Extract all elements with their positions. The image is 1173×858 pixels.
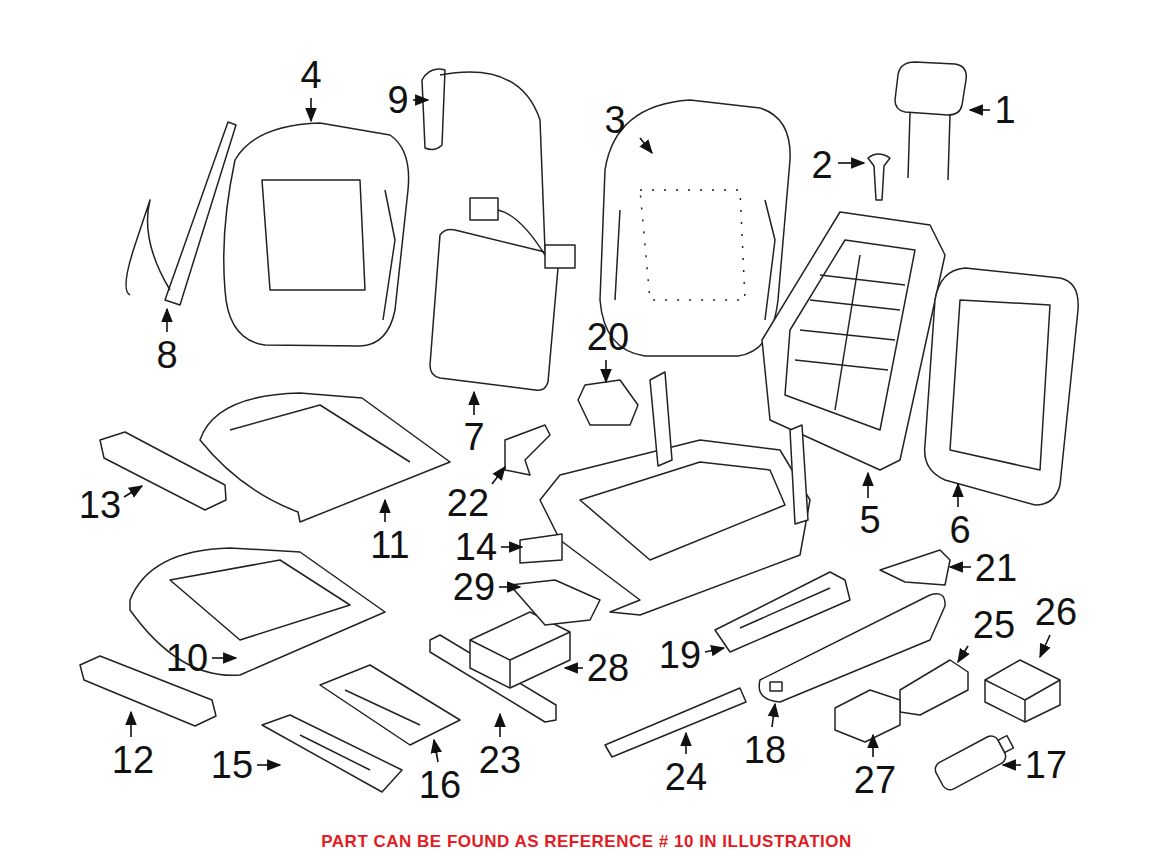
callout-number: 26	[1035, 593, 1077, 631]
callout-number: 13	[79, 486, 121, 524]
callout-number: 6	[949, 511, 970, 549]
callout-number: 18	[744, 731, 786, 769]
callout-number: 25	[973, 606, 1015, 644]
callout-number: 9	[387, 81, 408, 119]
callout-number: 3	[604, 101, 625, 139]
callout-number: 28	[587, 649, 629, 687]
callout-number: 22	[447, 484, 489, 522]
callout-number: 4	[300, 56, 321, 94]
callout-number: 12	[112, 741, 154, 779]
callout-number: 5	[859, 501, 880, 539]
callout-number: 11	[370, 526, 409, 564]
callout-number: 20	[587, 318, 629, 356]
callout-number: 21	[975, 549, 1017, 587]
callout-number: 29	[453, 568, 495, 606]
callout-number: 14	[455, 528, 497, 566]
callout-number: 7	[463, 418, 484, 456]
callout-number: 8	[156, 336, 177, 374]
leader-lines	[124, 98, 1050, 765]
callout-number: 2	[811, 146, 832, 184]
callout-number: 24	[665, 758, 707, 796]
callout-number: 16	[419, 766, 461, 804]
callout-number: 1	[994, 91, 1015, 129]
callout-number: 27	[854, 761, 896, 799]
callout-number: 15	[211, 746, 253, 784]
caption: PART CAN BE FOUND AS REFERENCE # 10 IN I…	[0, 832, 1173, 852]
callout-number: 23	[479, 741, 521, 779]
callout-number: 19	[659, 636, 701, 674]
callout-number: 17	[1025, 746, 1067, 784]
callout-number: 10	[166, 639, 208, 677]
